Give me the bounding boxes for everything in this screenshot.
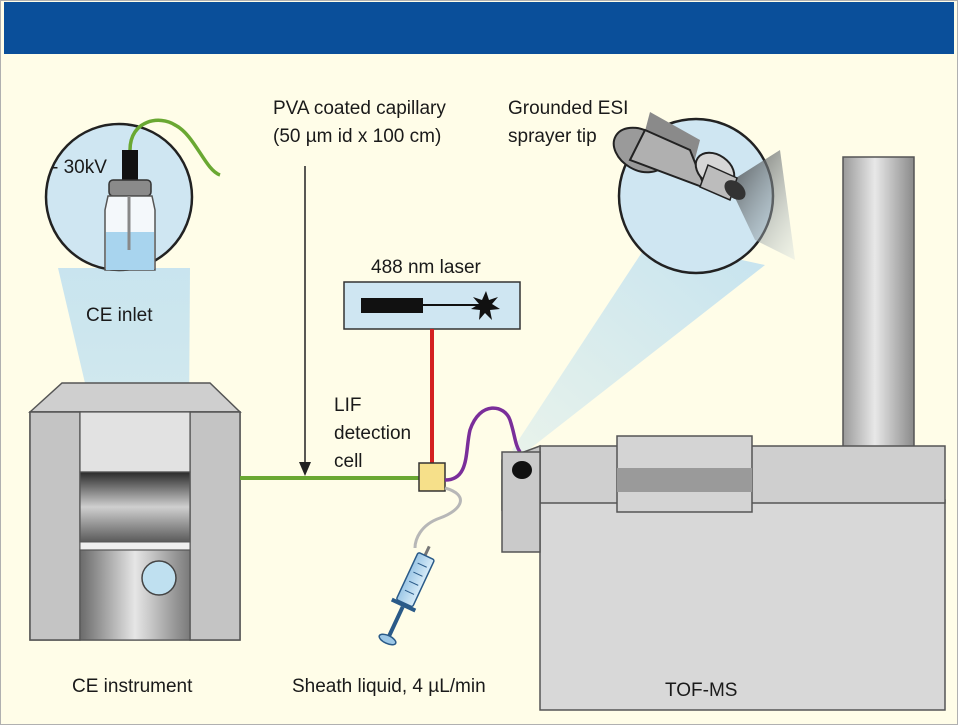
syringe [378, 545, 435, 646]
esi-connection-line [444, 406, 522, 482]
sheath-liquid-label: Sheath liquid, 4 µL/min [292, 676, 486, 697]
ce-instrument [28, 382, 242, 641]
lif-label-line1: LIF [334, 395, 361, 416]
esi-inlet-port [512, 461, 532, 479]
esi-callout-beam [512, 240, 765, 455]
ce-inlet-label: CE inlet [86, 305, 153, 326]
laser-label: 488 nm laser [371, 257, 482, 278]
laser-box [343, 281, 521, 330]
capillary-label-line2: (50 µm id x 100 cm) [273, 126, 441, 147]
lif-label-line2: detection [334, 423, 411, 444]
laser-starburst [471, 291, 500, 320]
ce-inlet-port [141, 560, 177, 596]
title-banner [4, 2, 954, 54]
tof-ms-label: TOF-MS [665, 680, 737, 701]
ce-inlet-callout [44, 118, 221, 272]
lif-detection-cell [418, 462, 446, 492]
esi-label-line2: sprayer tip [508, 126, 597, 147]
esi-sprayer-callout [612, 112, 795, 275]
voltage-label: - 30kV [52, 157, 107, 178]
capillary-label-line1: PVA coated capillary [273, 98, 446, 119]
sheath-tubing [413, 486, 462, 549]
esi-label-line1: Grounded ESI [508, 98, 628, 119]
tof-ms-instrument [501, 156, 946, 711]
lif-label-line3: cell [334, 451, 363, 472]
ce-instrument-label: CE instrument [72, 676, 193, 697]
capillary-pointer-arrowhead [299, 462, 311, 476]
